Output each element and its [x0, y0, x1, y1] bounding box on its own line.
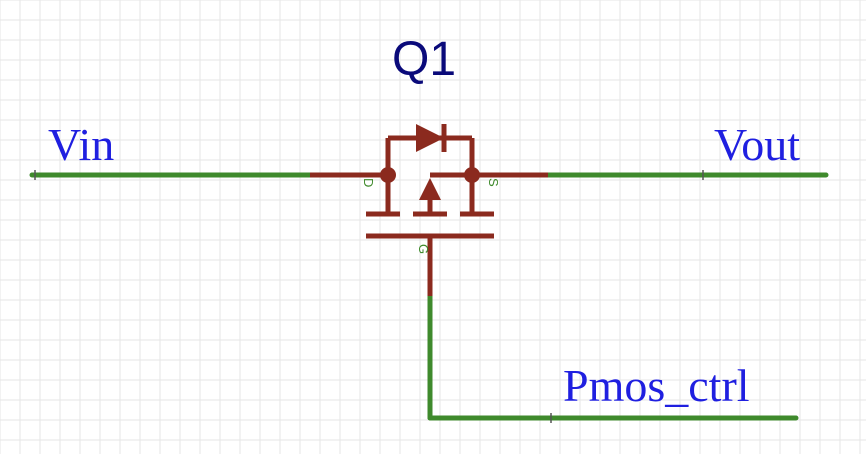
body-diode-icon	[416, 124, 444, 152]
drain-junction-dot	[380, 167, 396, 183]
component-designator[interactable]: Q1	[392, 33, 456, 86]
wire-ticks	[34, 170, 704, 423]
gate-pin-label: G	[416, 244, 431, 254]
drain-pin-label: D	[361, 178, 376, 187]
net-label-vout[interactable]: Vout	[714, 119, 800, 170]
net-label-vin[interactable]: Vin	[48, 119, 114, 170]
wires	[29, 172, 829, 421]
source-pin-label: S	[486, 178, 501, 187]
body-arrow-icon	[419, 178, 441, 200]
net-label-pmos-ctrl[interactable]: Pmos_ctrl	[563, 360, 750, 411]
pmos-transistor-symbol[interactable]	[310, 124, 548, 296]
